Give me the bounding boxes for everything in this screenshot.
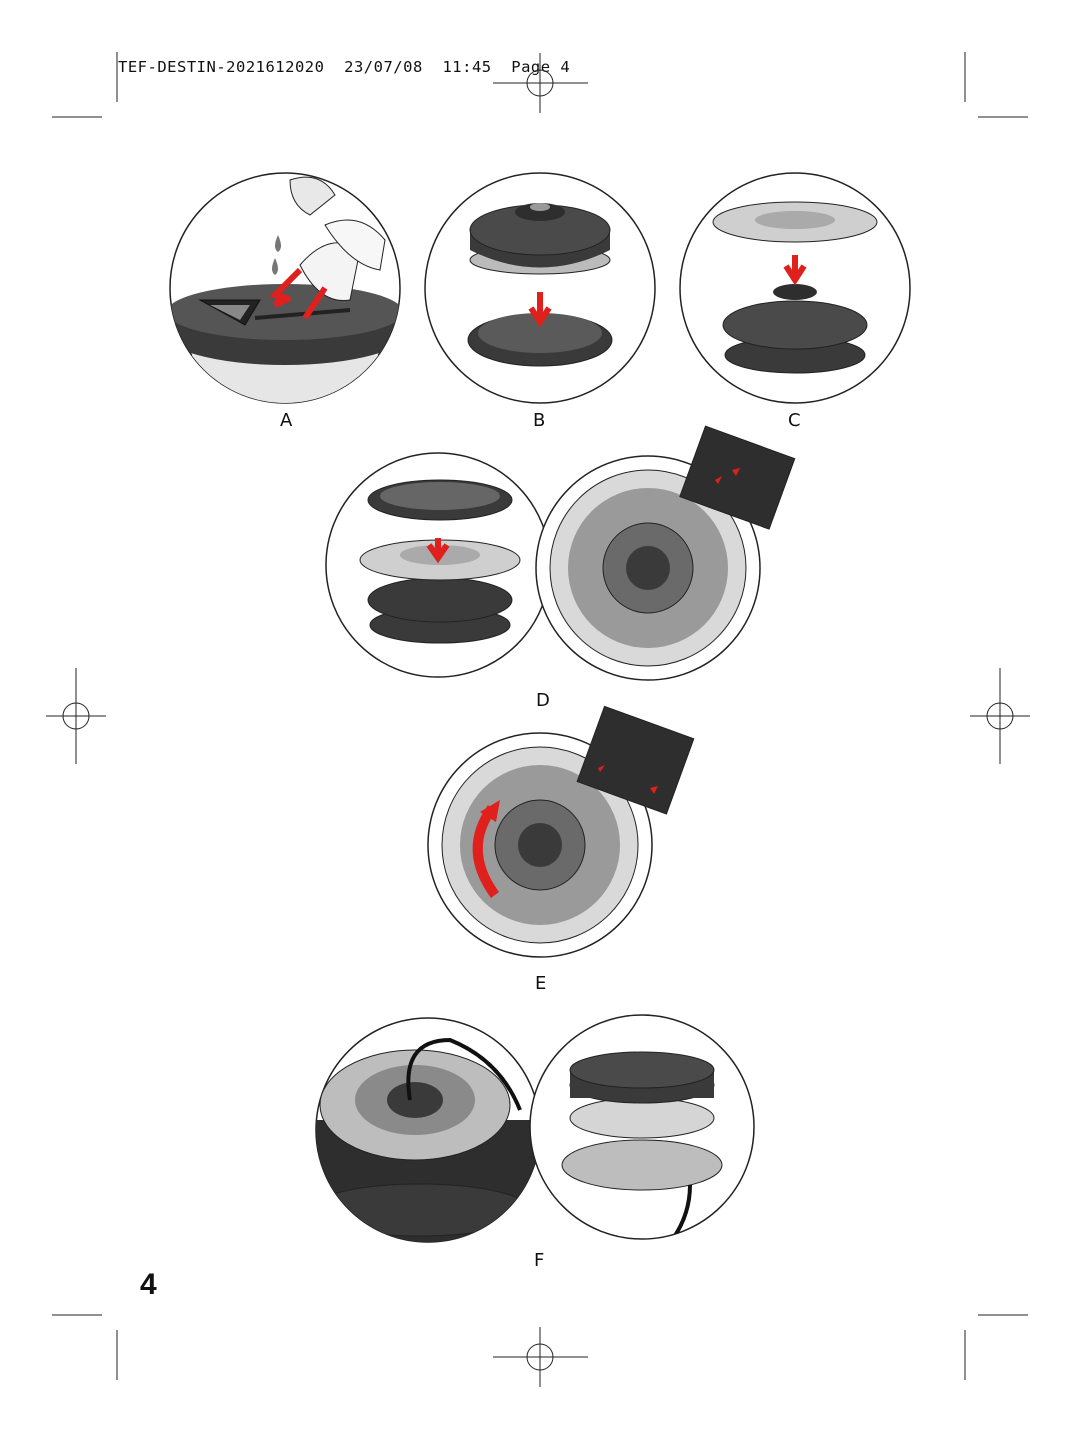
- registration-mark-bottom: [493, 1327, 588, 1387]
- step-label-b: B: [533, 410, 546, 431]
- illustration-f-right: [529, 1014, 755, 1240]
- registration-mark-left: [46, 668, 106, 764]
- registration-mark-top: [493, 53, 588, 113]
- illustration-b: [424, 172, 656, 404]
- registration-mark-right: [970, 668, 1030, 764]
- illustration-e: [427, 705, 695, 958]
- arrow-b: [528, 292, 552, 328]
- step-label-d: D: [536, 690, 550, 711]
- arrow-c: [783, 255, 807, 286]
- illustration-c: [679, 172, 911, 404]
- arrow-a1: [269, 267, 303, 308]
- illustration-a: [169, 172, 401, 404]
- illustration-f-left: [315, 1017, 541, 1243]
- step-label-e: E: [535, 973, 547, 994]
- step-label-c: C: [788, 410, 801, 431]
- arrow-a2: [302, 286, 328, 320]
- page-number: 4: [140, 1268, 157, 1301]
- print-slug-line: TEF-DESTIN-2021612020 23/07/08 11:45 Pag…: [118, 58, 571, 76]
- arrow-d: [426, 538, 450, 564]
- step-label-f: F: [534, 1250, 545, 1271]
- step-label-a: A: [280, 410, 293, 431]
- rotate-arrow-e: [472, 805, 500, 898]
- illustration-d-left: [325, 452, 551, 678]
- crop-marks: [52, 52, 1028, 1380]
- illustration-d-right: [535, 425, 796, 681]
